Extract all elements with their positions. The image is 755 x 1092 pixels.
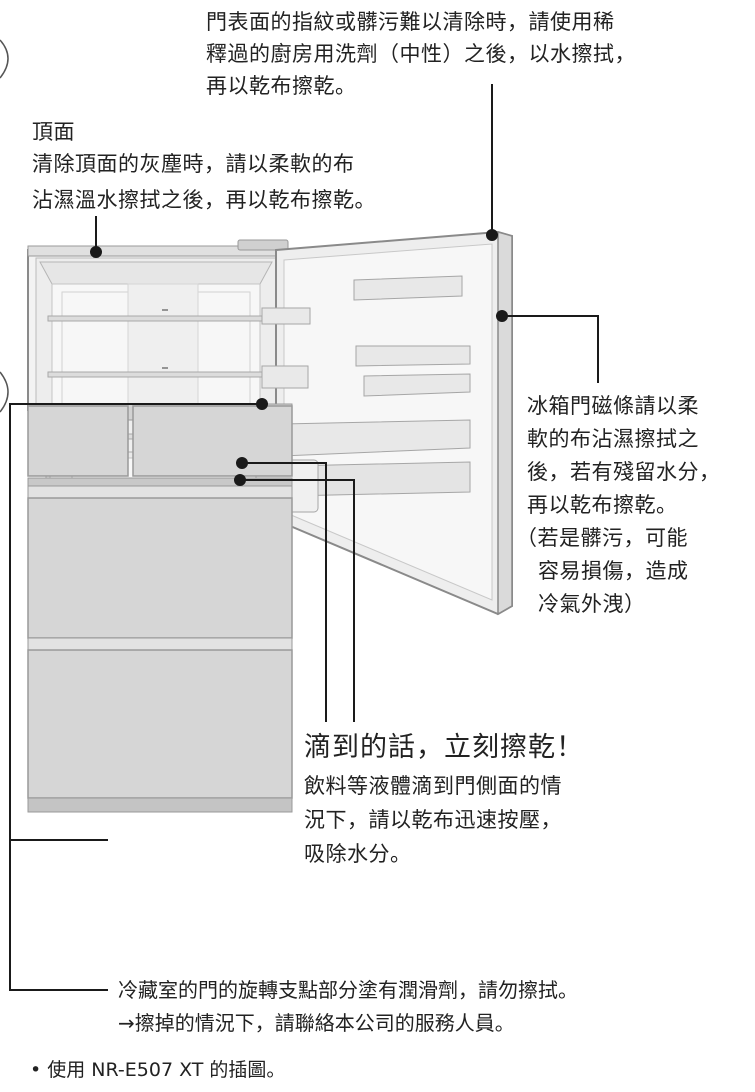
- callout-door-gasket-line-3: 後，若有殘留水分，: [527, 460, 721, 484]
- callout-door-gasket-line-6: 容易損傷，造成: [538, 559, 689, 583]
- page-edge-mark-top: [0, 39, 9, 79]
- callout-top-surface-line-1: 清除頂面的灰塵時，請以柔軟的布: [32, 152, 355, 176]
- callout-drips-line-3: 吸除水分。: [304, 842, 412, 866]
- callout-top-surface-title: 頂面: [32, 120, 75, 144]
- callout-dot-drips-2: [234, 474, 246, 486]
- page-edge-mark-middle: [0, 371, 9, 413]
- callout-door-surface-line-2: 釋過的廚房用洗劑（中性）之後，以水擦拭，: [206, 42, 636, 66]
- callout-drips-line-2: 況下，請以乾布迅速按壓，: [304, 808, 562, 832]
- callout-drips-heading: 滴到的話，立刻擦乾！: [304, 732, 584, 763]
- callout-door-surface-line-1: 門表面的指紋或髒污難以清除時，請使用稀: [206, 10, 615, 34]
- callout-drips-line-1: 飲料等液體滴到門側面的情: [304, 774, 562, 798]
- refrigerator-door: [255, 230, 513, 616]
- leader-hinge: [9, 403, 262, 841]
- leader-drips-2: [240, 479, 355, 722]
- callout-dot-drips-1: [236, 457, 248, 469]
- callout-dot-door-gasket: [496, 310, 508, 322]
- callout-hinge-line-1: 冷藏室的門的旋轉支點部分塗有潤滑劑，請勿擦拭。: [118, 978, 578, 1002]
- leader-door-gasket: [502, 315, 599, 383]
- leader-drips: [242, 462, 327, 722]
- freezer-drawers: [27, 403, 293, 813]
- callout-door-surface-line-3: 再以乾布擦乾。: [206, 74, 357, 98]
- callout-door-gasket-line-1: 冰箱門磁條請以柔: [527, 394, 699, 418]
- callout-door-gasket-line-5: （若是髒污，可能: [516, 526, 688, 550]
- footnote: • 使用 NR-E507 XT 的插圖。: [30, 1059, 286, 1081]
- callout-door-gasket-line-2: 軟的布沾濕擦拭之: [527, 427, 699, 451]
- callout-dot-door-surface: [486, 229, 498, 241]
- callout-dot-top-surface: [90, 246, 102, 258]
- callout-door-gasket-line-7: 冷氣外洩）: [538, 592, 646, 616]
- callout-hinge-line-2: →擦掉的情況下，請聯絡本公司的服務人員。: [118, 1011, 515, 1035]
- callout-top-surface-line-2: 沾濕溫水擦拭之後，再以乾布擦乾。: [32, 188, 376, 212]
- callout-dot-hinge: [256, 398, 268, 410]
- callout-door-gasket-line-4: 再以乾布擦乾。: [527, 493, 678, 517]
